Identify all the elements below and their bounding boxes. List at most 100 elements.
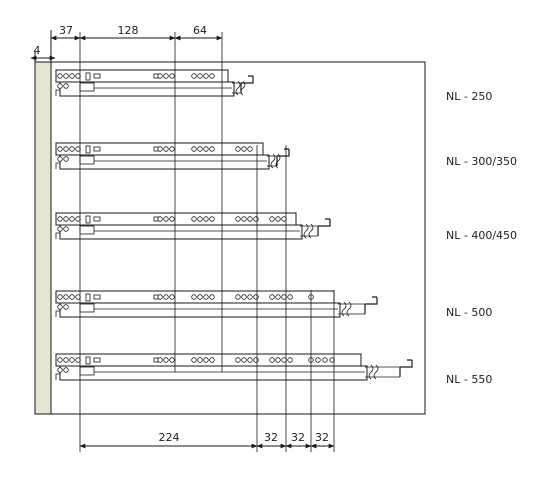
mounting-hole [63, 83, 69, 89]
runner-front-foot [55, 310, 60, 317]
mounting-slot [93, 146, 101, 152]
mounting-slot [153, 294, 159, 300]
mounting-hole [247, 216, 253, 222]
runner-label-nl-550: NL - 550 [446, 373, 493, 386]
mounting-hole [235, 216, 241, 222]
mounting-hole [63, 226, 69, 232]
mounting-hole [275, 294, 281, 300]
mounting-hole [269, 216, 275, 222]
runner-profile [55, 69, 254, 97]
break-mark [303, 223, 309, 239]
runner-front-clip [79, 82, 95, 92]
mounting-hole [287, 357, 293, 363]
dim-front-offset: 37 [59, 24, 73, 37]
dim-side-offset: 4 [34, 44, 41, 57]
rear-hook [364, 296, 378, 314]
runner-set [55, 69, 413, 381]
cabinet-side-board [34, 61, 52, 415]
mounting-hole [63, 73, 69, 79]
mounting-slot [153, 146, 159, 152]
runner-label-nl-300-350: NL - 300/350 [446, 155, 518, 168]
mounting-hole [163, 357, 169, 363]
mounting-hole [57, 146, 63, 152]
mounting-hole [169, 216, 175, 222]
mounting-hole [57, 226, 63, 232]
mounting-hole [253, 294, 259, 300]
dim-spacing-b: 64 [193, 24, 207, 37]
runner-front-foot [55, 89, 60, 96]
mounting-hole [163, 146, 169, 152]
mounting-hole [191, 146, 197, 152]
reference-lines [79, 32, 335, 452]
mounting-hole [247, 146, 253, 152]
runner-label-nl-250: NL - 250 [446, 90, 493, 103]
mounting-slot [153, 73, 159, 79]
mounting-hole [63, 146, 69, 152]
rear-hook [276, 148, 290, 166]
mounting-hole [197, 357, 203, 363]
mounting-hole [203, 73, 209, 79]
mounting-hole [287, 294, 293, 300]
mounting-hole [163, 73, 169, 79]
runner-profile [55, 142, 290, 170]
mounting-hole [247, 294, 253, 300]
runner-front-clip [79, 303, 95, 313]
mounting-slot [85, 293, 91, 302]
runner-front-foot [55, 373, 60, 380]
mounting-hole [275, 216, 281, 222]
runner-front-clip [79, 155, 95, 165]
mounting-hole [269, 294, 275, 300]
mounting-hole [203, 294, 209, 300]
mounting-hole [57, 294, 63, 300]
mounting-hole [209, 146, 215, 152]
runner-slide [59, 302, 341, 318]
break-mark [346, 301, 352, 317]
mounting-hole [57, 156, 63, 162]
mounting-hole [235, 357, 241, 363]
mounting-hole [69, 294, 75, 300]
mounting-hole [315, 357, 321, 363]
runner-profile [55, 353, 413, 381]
mounting-hole [63, 216, 69, 222]
mounting-hole [322, 357, 328, 363]
rear-hook [240, 75, 254, 93]
break-mark [235, 80, 241, 96]
mounting-hole [209, 357, 215, 363]
mounting-hole [203, 357, 209, 363]
mounting-hole [247, 357, 253, 363]
mounting-hole [203, 146, 209, 152]
mounting-hole [235, 294, 241, 300]
mounting-slot [93, 294, 101, 300]
mounting-hole [197, 146, 203, 152]
mounting-hole [197, 73, 203, 79]
mounting-hole [57, 304, 63, 310]
mounting-hole [63, 367, 69, 373]
runner-top-rail [55, 212, 297, 226]
runner-slide [59, 81, 235, 97]
mounting-hole [241, 357, 247, 363]
mounting-slot [153, 357, 159, 363]
mounting-hole [241, 146, 247, 152]
runner-front-foot [55, 232, 60, 239]
mounting-hole [63, 156, 69, 162]
runner-slide [59, 224, 303, 240]
mounting-hole [69, 146, 75, 152]
break-mark [270, 153, 276, 169]
runner-label-nl-400-450: NL - 400/450 [446, 229, 518, 242]
mounting-hole [253, 357, 259, 363]
mounting-hole [269, 357, 275, 363]
mounting-hole [69, 216, 75, 222]
mounting-hole [209, 216, 215, 222]
mounting-hole [241, 216, 247, 222]
mounting-hole [235, 146, 241, 152]
mounting-hole [57, 367, 63, 373]
mounting-hole [191, 216, 197, 222]
mounting-slot [85, 356, 91, 365]
break-mark [368, 364, 374, 380]
break-mark [341, 301, 347, 317]
mounting-hole [169, 146, 175, 152]
mounting-hole [57, 216, 63, 222]
mounting-hole [241, 294, 247, 300]
dim-bottom-d: 32 [315, 431, 329, 444]
